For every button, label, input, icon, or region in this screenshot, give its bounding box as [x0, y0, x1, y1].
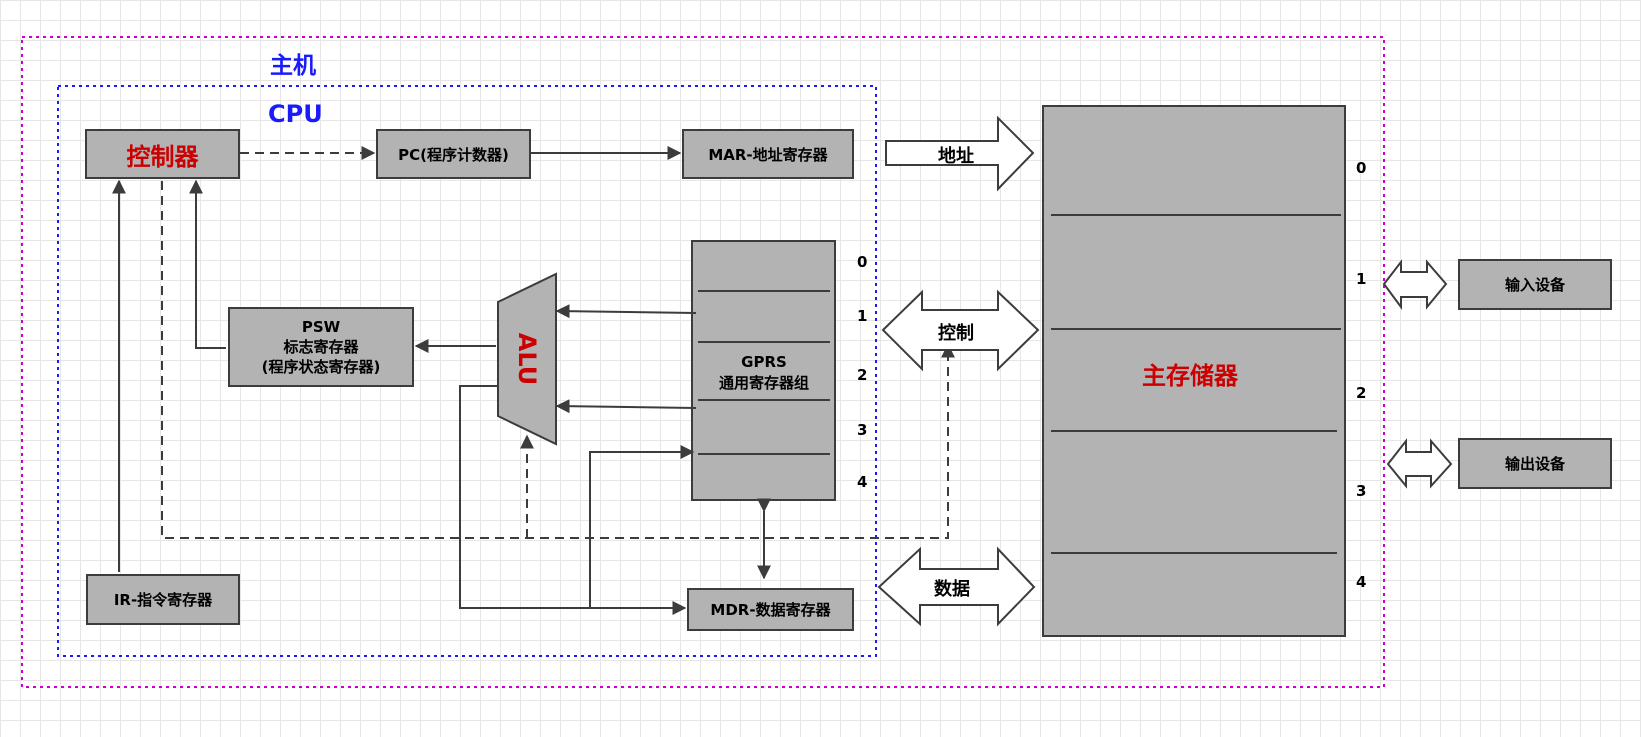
memory-row-number: 0: [1356, 159, 1367, 177]
pc-box: PC(程序计数器): [376, 129, 531, 179]
output-device-box: 输出设备: [1458, 438, 1612, 489]
psw-subtitle: 标志寄存器: [283, 338, 359, 356]
control-bus-arrow: [881, 289, 1040, 372]
input-device-box: 输入设备: [1458, 259, 1612, 310]
arrow-gprs-to-alu-upper: [555, 304, 697, 319]
arrow-psw-to-controller: [189, 179, 226, 349]
gprs-title: GPRS: [741, 353, 787, 371]
memory-row-number: 2: [1356, 384, 1367, 402]
arrow-mdr-to-gprs: [589, 445, 695, 608]
psw-description: (程序状态寄存器): [261, 358, 381, 376]
input-device-arrow: [1382, 259, 1448, 311]
arrow-alu-to-mdr: [459, 385, 687, 615]
gprs-row-number: 3: [857, 421, 868, 439]
memory-title: 主存储器: [1142, 362, 1238, 390]
psw-title: PSW: [301, 318, 341, 336]
gprs-row-number: 4: [857, 473, 868, 491]
gprs-label: GPRS 通用寄存器组: [703, 352, 825, 394]
gprs-box: [691, 240, 836, 501]
ir-box: IR-指令寄存器: [86, 574, 240, 625]
gprs-subtitle: 通用寄存器组: [718, 374, 809, 392]
gprs-row-number: 2: [857, 366, 868, 384]
mdr-box: MDR-数据寄存器: [687, 588, 854, 631]
psw-box: PSW 标志寄存器 (程序状态寄存器): [228, 307, 414, 387]
controller-box: 控制器: [85, 129, 240, 179]
address-bus-arrow: [885, 115, 1035, 192]
alu-label: ALU: [513, 332, 541, 386]
gprs-row-number: 1: [857, 307, 868, 325]
mar-box: MAR-地址寄存器: [682, 129, 854, 179]
host-label: 主机: [270, 53, 316, 79]
address-bus-label: 地址: [938, 146, 974, 167]
control-bus-label: 控制: [938, 323, 974, 344]
arrow-gprs-to-alu-lower: [555, 399, 697, 414]
cpu-boundary: [57, 85, 877, 657]
memory-row-number: 3: [1356, 482, 1367, 500]
gprs-row-number: 0: [857, 253, 868, 271]
alu-shape: [497, 272, 557, 446]
host-boundary: [21, 36, 1385, 688]
memory-row-number: 4: [1356, 573, 1367, 591]
cpu-label: CPU: [268, 100, 323, 128]
data-bus-arrow: [877, 546, 1036, 627]
data-bus-label: 数据: [934, 579, 970, 600]
output-device-arrow: [1386, 438, 1453, 489]
memory-box: [1042, 105, 1346, 637]
control-signal-line: [161, 181, 955, 539]
memory-row-number: 1: [1356, 270, 1367, 288]
